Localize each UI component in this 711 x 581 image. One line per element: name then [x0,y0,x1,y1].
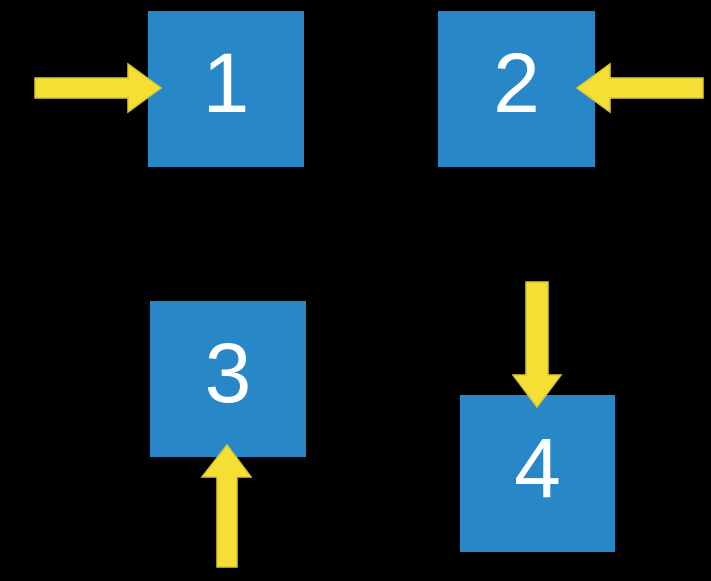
square-2-label: 2 [493,36,540,130]
square-3: 3 [150,301,306,457]
arrow-left-icon [575,62,704,114]
square-4-label: 4 [514,420,561,515]
arrow-up-icon [200,443,253,568]
square-1: 1 [148,11,304,167]
square-3-label: 3 [204,326,252,420]
square-1-label: 1 [202,36,250,130]
arrow-right-icon [34,62,163,114]
arrow-down-icon [511,281,563,409]
square-4: 4 [460,395,615,552]
square-2: 2 [438,11,595,167]
